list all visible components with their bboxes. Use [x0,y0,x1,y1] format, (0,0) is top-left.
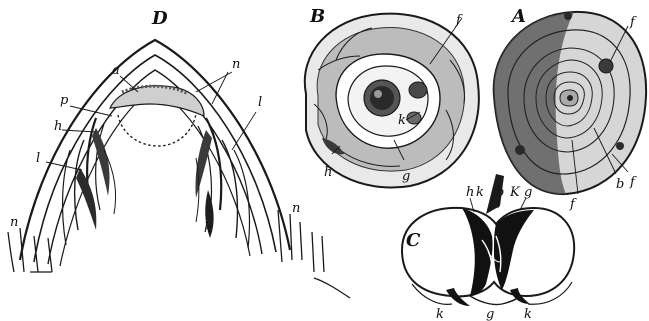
panel-c-label-K: K [509,185,521,200]
panel-d-label-p: p [60,93,69,108]
panel-b-label-k: k [398,113,406,128]
panel-d-label-n-top: n [232,57,240,72]
panel-a-label-b: b [616,177,624,192]
panel-d-label-a: a [112,63,120,78]
panel-a-title: A [510,6,526,27]
panel-d-illustration [8,40,324,272]
panel-c-label-k-bottom-right: k [524,307,532,321]
panel-d-label-n-left: n [10,215,18,230]
panel-d-title: D [151,8,168,29]
panel-c-label-k-top: k [476,185,484,200]
panel-d-label-h: h [54,119,62,134]
stray-ink-stroke [314,278,350,298]
panel-c-label-h: h [466,185,474,200]
panel-c-label-k-bottom-left: k [436,307,444,321]
panel-d-label-n-right: n [292,201,300,216]
panel-b-label-g: g [402,169,410,184]
panel-c-illustration [402,174,574,306]
panel-c-title: C [406,230,421,251]
panel-c-label-b: b [496,185,504,200]
panel-b-title: B [309,6,325,27]
panel-a-label-f-bottom: f [569,197,577,212]
panel-c-label-g-top: g [524,185,532,200]
panel-b-illustration [305,14,479,188]
panel-b-label-f: f [455,13,463,28]
panel-d-label-l-left: l [36,151,40,166]
panel-c-label-g-bottom: g [486,307,494,321]
panel-d-label-l-right: l [258,95,262,110]
panel-d-label-k: k [204,221,212,236]
panel-a-illustration [494,12,646,194]
panel-a-label-f-top: f [629,15,637,30]
panel-b-label-h: h [324,165,332,180]
panel-a-label-f-right: f [629,175,637,190]
